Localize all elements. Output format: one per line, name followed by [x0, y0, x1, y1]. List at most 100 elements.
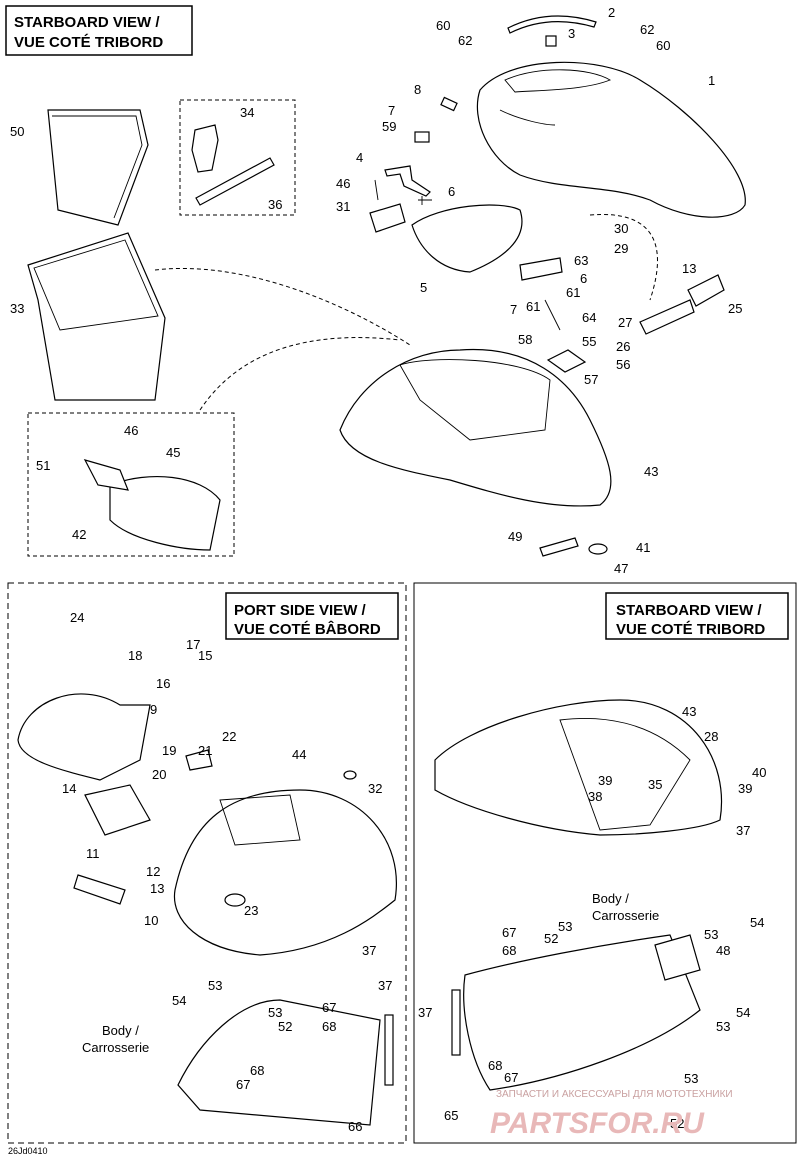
top-section-parts	[27, 15, 746, 557]
part-59-nut	[414, 131, 430, 143]
section-frames	[5, 5, 797, 1144]
callout-37-c: 37	[736, 823, 750, 838]
callout-23: 23	[244, 903, 258, 918]
callout-12: 12	[146, 864, 160, 879]
part-33-bucket	[27, 232, 166, 401]
callout-62-b: 62	[640, 22, 654, 37]
callout-59: 59	[382, 119, 396, 134]
part-31-latch	[369, 203, 406, 233]
callout-54-a: 54	[172, 993, 186, 1008]
detail-box-42-46	[27, 412, 235, 557]
callout-46-a: 46	[336, 176, 350, 191]
port-title-box	[225, 592, 399, 640]
callout-61-b: 61	[526, 299, 540, 314]
callout-2: 2	[608, 5, 615, 20]
top-left-title-box	[5, 5, 193, 56]
callout-54-b: 54	[750, 915, 764, 930]
callout-27: 27	[618, 315, 632, 330]
callout-6-b: 6	[580, 271, 587, 286]
callout-37-d: 37	[418, 1005, 432, 1020]
callout-3: 3	[568, 26, 575, 41]
bottom-left-frame	[7, 582, 407, 1144]
part-57-plate	[546, 349, 587, 373]
callout-19: 19	[162, 743, 176, 758]
port-title-line2: VUE COTÉ BÂBORD	[234, 620, 381, 638]
callout-29: 29	[614, 241, 628, 256]
top-left-title-line2: VUE COTÉ TRIBORD	[14, 34, 163, 51]
bottom-right-frame	[413, 582, 797, 1144]
detail-box-34-36	[179, 99, 296, 216]
callout-53-a: 53	[208, 978, 222, 993]
callout-67-a: 67	[322, 1000, 336, 1015]
part-44-hull-top	[173, 789, 397, 956]
callout-39-a: 39	[598, 773, 612, 788]
callout-6-a: 6	[448, 184, 455, 199]
callout-47: 47	[614, 561, 628, 576]
top-left-title-line1: STARBOARD VIEW /	[14, 14, 160, 31]
callout-53-d: 53	[558, 919, 572, 934]
callout-53-f: 53	[684, 1071, 698, 1086]
callout-40: 40	[752, 765, 766, 780]
callout-16: 16	[156, 676, 170, 691]
part-14-gasket	[84, 784, 151, 836]
callout-44: 44	[292, 747, 306, 762]
part-23-drain	[224, 893, 246, 907]
callout-68-a: 68	[322, 1019, 336, 1034]
callout-52-c: 52	[670, 1116, 684, 1131]
part-43-hull-starboard	[434, 699, 722, 836]
part-4-bracket	[384, 165, 431, 197]
body-label-left-line1: Body /	[102, 1023, 139, 1038]
callouts-bottom-left: 24 17 18 15 16 9 19 21 22 20 44 32 14 11…	[62, 610, 392, 1134]
callout-20: 20	[152, 767, 166, 782]
callout-34: 34	[240, 105, 254, 120]
bottom-right-parts	[434, 699, 722, 1091]
part-5-pad	[411, 204, 523, 273]
callout-17: 17	[186, 637, 200, 652]
part-49-spring	[539, 537, 579, 557]
callout-66: 66	[348, 1119, 362, 1134]
callout-10: 10	[144, 913, 158, 928]
callout-26: 26	[616, 339, 630, 354]
callout-1: 1	[708, 73, 715, 88]
callout-49: 49	[508, 529, 522, 544]
callout-30: 30	[614, 221, 628, 236]
part-25-hinge	[687, 274, 725, 307]
callout-67-b: 67	[236, 1077, 250, 1092]
body-label-right-line2: Carrosserie	[592, 908, 659, 923]
part-66-panel	[177, 999, 381, 1126]
part-42-plate	[109, 476, 221, 551]
starboard-bottom-title-line2: VUE COTÉ TRIBORD	[616, 621, 765, 638]
callout-52-b: 52	[544, 931, 558, 946]
part-41-washer	[588, 543, 608, 555]
callout-46-b: 46	[124, 423, 138, 438]
callout-63: 63	[574, 253, 588, 268]
callouts-top: 1 2 3 60 62 62 60 8 7 59 4 46 31 6 5 63 …	[10, 5, 742, 576]
callout-14: 14	[62, 781, 76, 796]
callout-67-d: 67	[504, 1070, 518, 1085]
callout-48: 48	[716, 943, 730, 958]
part-8-plug	[440, 96, 458, 112]
part-65-side-panel	[463, 934, 701, 1091]
callout-62-a: 62	[458, 33, 472, 48]
part-43-hull	[339, 348, 612, 507]
callout-9: 9	[150, 702, 157, 717]
callout-11: 11	[86, 846, 100, 861]
diagram-code: 26Jd0410	[8, 1146, 48, 1156]
starboard-title-box-bottom	[605, 592, 789, 640]
callout-65: 65	[444, 1108, 458, 1123]
callout-21: 21	[198, 743, 212, 758]
callout-39-b: 39	[738, 781, 752, 796]
part-10-plate	[73, 874, 126, 905]
callout-5: 5	[420, 280, 427, 295]
part-45-fitting	[83, 459, 129, 491]
callout-25: 25	[728, 301, 742, 316]
callout-57: 57	[584, 372, 598, 387]
callout-56: 56	[616, 357, 630, 372]
callout-68-d: 68	[488, 1058, 502, 1073]
callout-28: 28	[704, 729, 718, 744]
callout-22: 22	[222, 729, 236, 744]
part-50-bin	[47, 109, 149, 226]
callout-53-e: 53	[716, 1019, 730, 1034]
